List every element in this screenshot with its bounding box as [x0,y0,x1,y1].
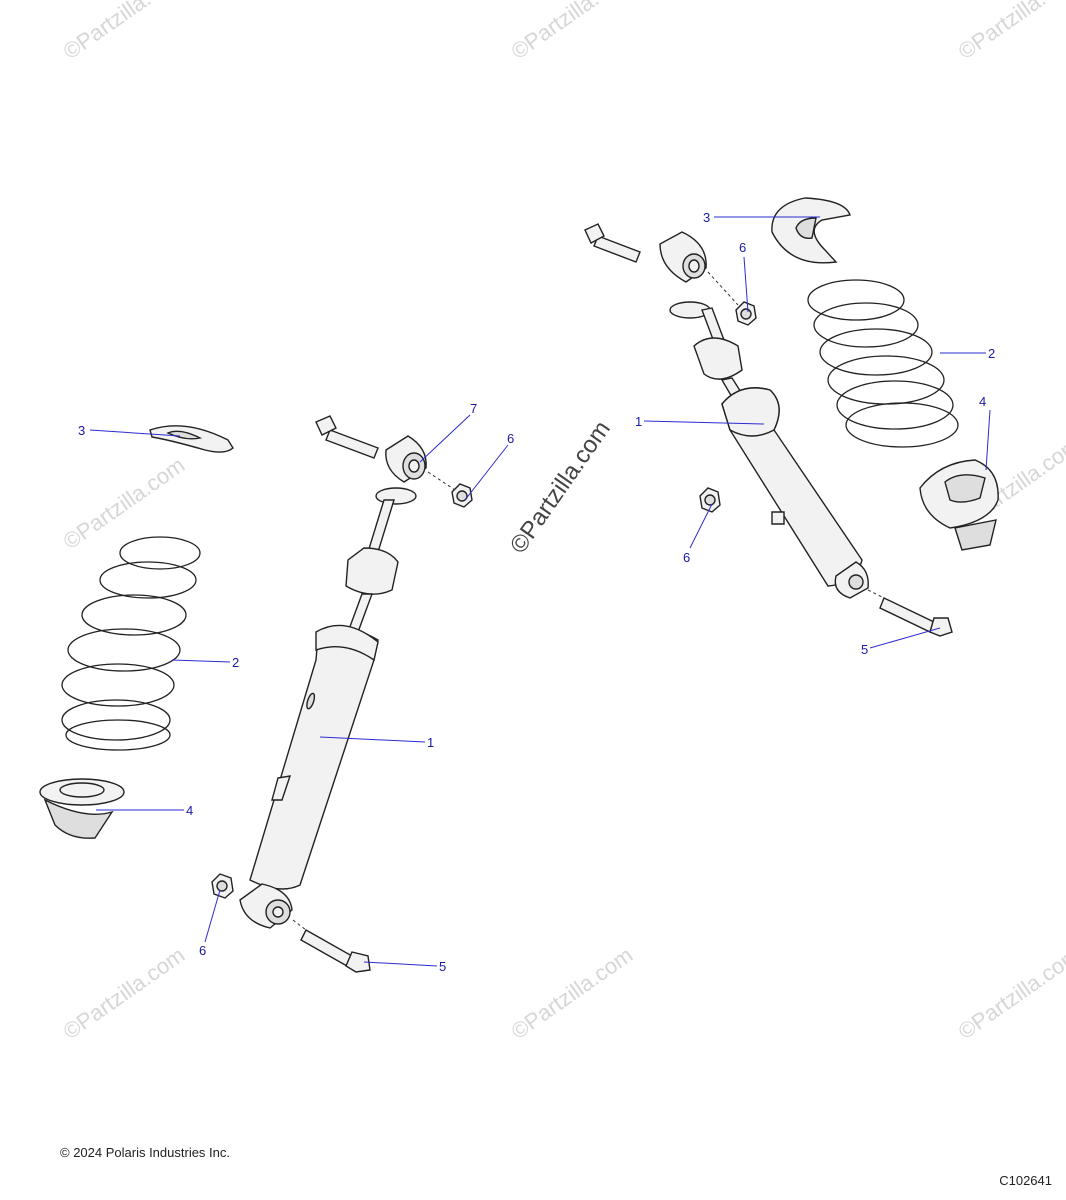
right-coil-spring [807,279,959,448]
watermark-group: ©Partzilla.com ©Partzilla.com ©Partzilla… [59,0,1066,1044]
right-upper-eye [659,231,707,283]
watermark: ©Partzilla.com [954,942,1066,1044]
right-middle-nut [699,487,721,513]
callout-left-4: 4 [186,803,193,818]
watermark: ©Partzilla.com [954,0,1066,64]
copyright-notice: © 2024 Polaris Industries Inc. [60,1145,230,1160]
right-shock-body [721,387,863,587]
right-lower-eye [834,561,869,599]
callout-left-6-upper: 6 [507,431,514,446]
left-spring-seat [39,778,125,839]
callout-right-6-lower: 6 [683,550,690,565]
left-lower-bolt [292,919,371,973]
left-coil-spring [61,534,203,751]
watermark: ©Partzilla.com [507,0,638,64]
left-lower-nut [211,873,234,899]
leader-lines [89,216,991,967]
left-shock-rod [345,487,417,633]
callout-left-1: 1 [427,735,434,750]
left-upper-bolt [315,415,379,459]
left-lower-eye [239,883,293,929]
callout-right-2: 2 [988,346,995,361]
watermark-main: ©Partzilla.com [505,416,616,559]
callout-right-6-upper: 6 [739,240,746,255]
callout-left-6-lower: 6 [199,943,206,958]
callout-right-1: 1 [635,414,642,429]
callout-left-7: 7 [470,401,477,416]
watermark: ©Partzilla.com [59,942,190,1044]
left-spring-retainer [149,425,234,453]
callout-right-3: 3 [703,210,710,225]
figure-code: C102641 [999,1173,1052,1188]
callout-right-5: 5 [861,642,868,657]
right-upper-nut [735,301,757,326]
right-lower-bolt [867,589,953,637]
callout-right-4: 4 [979,394,986,409]
watermark: ©Partzilla.com [59,0,190,64]
left-upper-eye [385,435,427,483]
right-spring-retainer [771,197,851,264]
callout-left-2: 2 [232,655,239,670]
left-shock-body [249,624,379,890]
left-shock-assembly [39,415,473,973]
right-spring-seat [919,459,999,551]
right-shock-rod [669,301,748,405]
left-upper-nut [451,483,473,508]
callout-left-3: 3 [78,423,85,438]
right-shock-assembly [584,197,999,637]
callout-left-5: 5 [439,959,446,974]
callout-labels: 3 2 1 4 5 6 7 6 3 2 1 4 5 6 6 [78,210,995,974]
watermark: ©Partzilla.com [507,942,638,1044]
right-upper-bolt [584,223,641,263]
